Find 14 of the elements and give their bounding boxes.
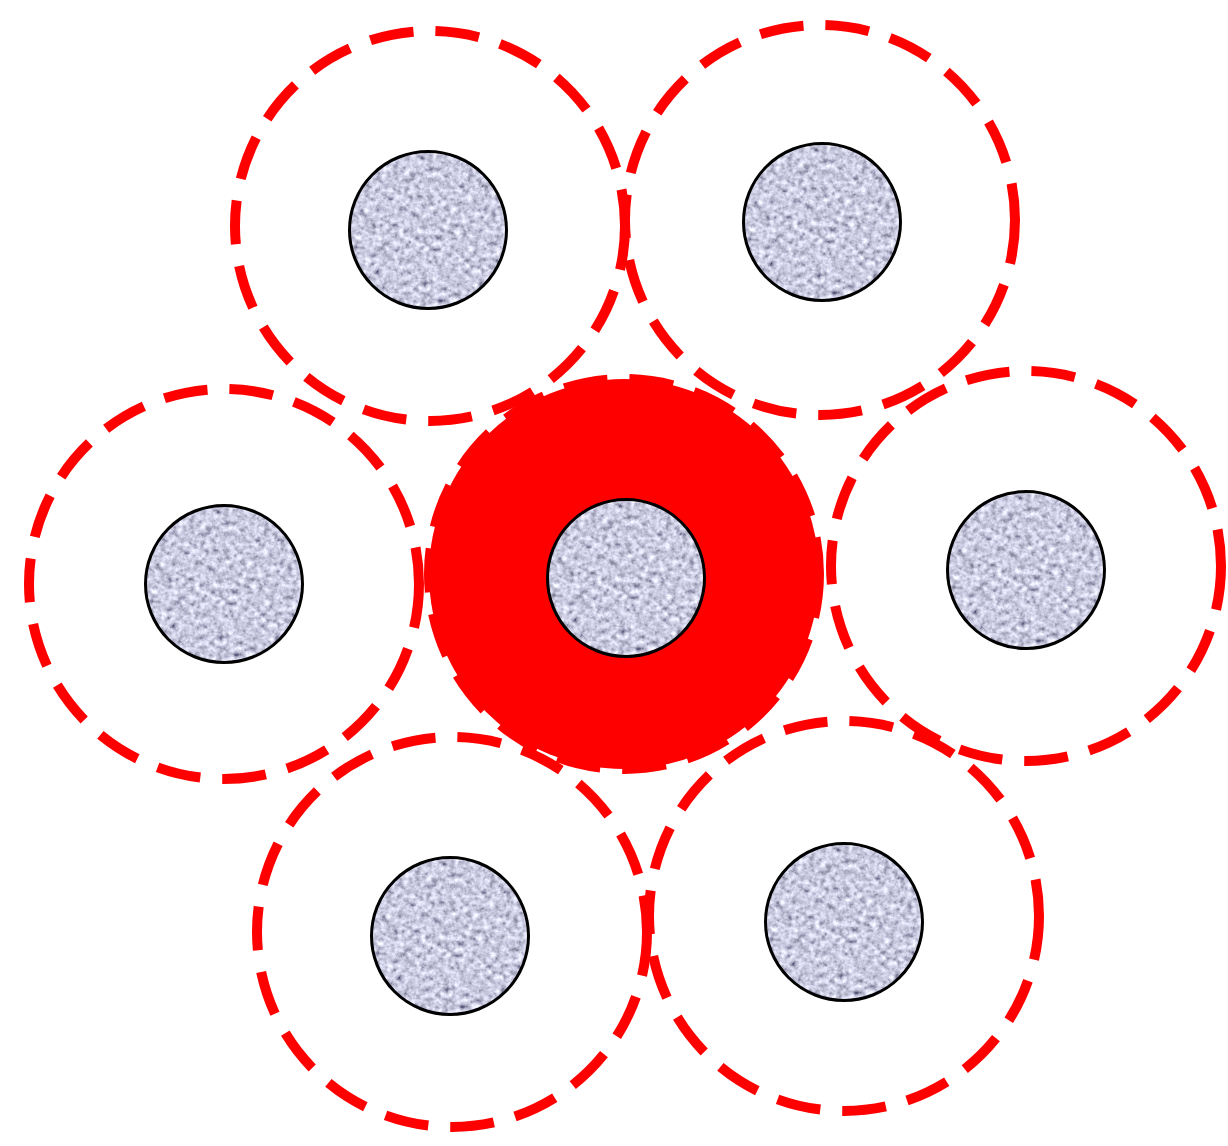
textured-particle — [370, 856, 530, 1016]
dashed-circle — [24, 384, 424, 784]
textured-particle — [348, 150, 508, 310]
dashed-circle — [230, 26, 630, 426]
dashed-circle — [644, 716, 1044, 1116]
textured-particle — [946, 490, 1106, 650]
dashed-circle — [826, 366, 1226, 766]
filled-disk — [424, 374, 824, 774]
textured-particle — [546, 498, 706, 658]
textured-particle — [764, 842, 924, 1002]
textured-particle — [144, 504, 304, 664]
textured-particle — [742, 142, 902, 302]
dashed-circle — [252, 732, 652, 1132]
dashed-circle — [620, 20, 1020, 420]
